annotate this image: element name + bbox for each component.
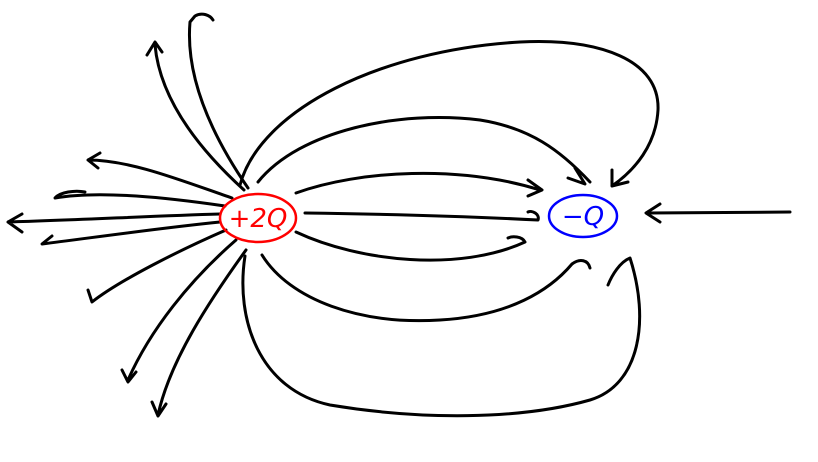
connecting-field-lines	[238, 40, 660, 418]
field-line	[6, 212, 222, 234]
field-line	[256, 116, 592, 186]
field-line	[53, 189, 227, 208]
field-line	[294, 171, 544, 198]
negative-charge-outline	[547, 193, 619, 239]
field-line	[120, 238, 238, 384]
incoming-field-line	[644, 202, 792, 224]
field-line	[145, 40, 246, 192]
field-line	[150, 248, 248, 418]
field-line	[303, 210, 540, 222]
field-line	[40, 220, 222, 246]
field-line	[294, 230, 527, 262]
field-line	[260, 253, 592, 323]
field-line	[86, 228, 228, 304]
positive-charge: +2Q	[218, 192, 298, 244]
outward-field-lines	[6, 12, 250, 418]
positive-charge-outline	[218, 192, 298, 244]
negative-charge: −Q	[547, 193, 619, 239]
negative-charge-label: −Q	[562, 202, 604, 232]
field-line	[187, 12, 250, 190]
positive-charge-label: +2Q	[229, 204, 288, 234]
field-line	[86, 151, 234, 200]
field-line	[238, 40, 660, 188]
field-line	[241, 254, 642, 418]
